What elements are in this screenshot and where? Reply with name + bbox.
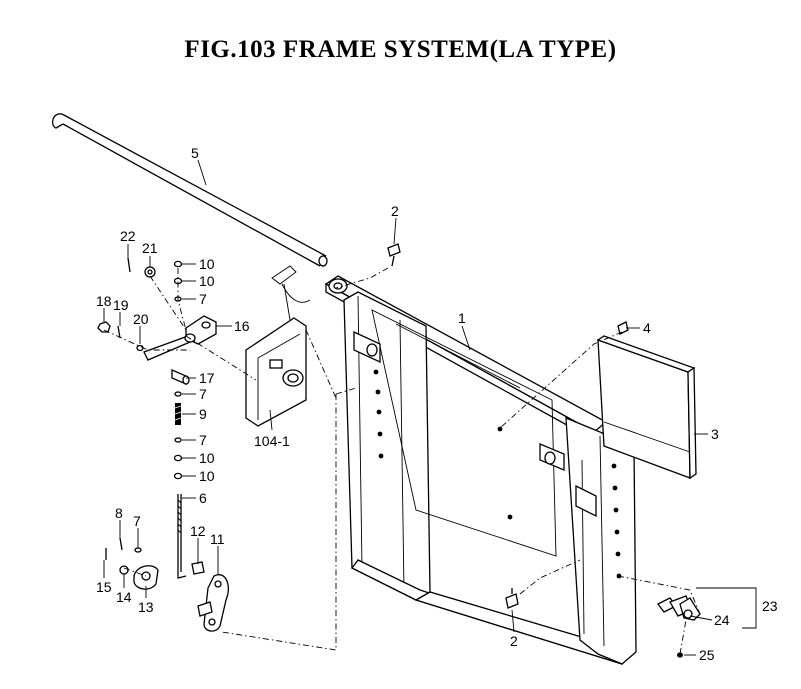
- label-part-2-top: 2: [391, 203, 399, 219]
- washer-part-20[interactable]: [136, 344, 144, 352]
- label-part-19: 19: [113, 297, 129, 313]
- label-part-15: 15: [96, 579, 112, 595]
- label-part-14: 14: [116, 589, 132, 605]
- label-part-23: 23: [762, 598, 778, 614]
- bolt-part-2-top[interactable]: [387, 243, 401, 267]
- page-title: FIG.103 FRAME SYSTEM(LA TYPE): [184, 36, 617, 63]
- pin-part-17[interactable]: [171, 369, 190, 385]
- bracket-plate-part-104-1[interactable]: [245, 265, 311, 427]
- label-part-12: 12: [190, 523, 206, 539]
- label-part-104-1: 104-1: [254, 433, 290, 449]
- cover-plate-part-3[interactable]: [596, 335, 697, 480]
- washer-part-21[interactable]: [144, 266, 156, 278]
- label-part-2-bottom: 2: [510, 633, 518, 649]
- label-part-22: 22: [120, 228, 136, 244]
- rod-part-5[interactable]: [51, 113, 328, 267]
- threaded-rod-part-6[interactable]: [177, 494, 187, 579]
- label-part-21: 21: [142, 240, 158, 256]
- label-part-10-b: 10: [199, 273, 215, 289]
- label-part-9: 9: [199, 406, 207, 422]
- label-part-1: 1: [458, 310, 466, 326]
- arm-plate-part-11[interactable]: [197, 574, 229, 632]
- label-part-16: 16: [234, 318, 250, 334]
- bolt-part-12[interactable]: [191, 558, 205, 575]
- pin-part-22[interactable]: [127, 257, 131, 273]
- label-part-8: 8: [115, 505, 123, 521]
- label-part-10-c: 10: [199, 450, 215, 466]
- label-part-6: 6: [199, 490, 207, 506]
- main-frame-part-1[interactable]: [324, 275, 637, 665]
- nut-part-25[interactable]: [677, 652, 683, 658]
- label-part-20: 20: [133, 311, 149, 327]
- assembly-lines: [103, 267, 701, 655]
- washer-part-14[interactable]: [119, 565, 129, 575]
- nut-washer-stack-bottom[interactable]: [173, 437, 183, 480]
- label-part-7-b: 7: [199, 386, 207, 402]
- label-part-4: 4: [643, 320, 651, 336]
- lever-bracket-part-16[interactable]: [143, 315, 217, 361]
- pin-part-8[interactable]: [119, 537, 123, 551]
- link-part-13[interactable]: [133, 565, 159, 590]
- label-part-7-a: 7: [199, 291, 207, 307]
- label-part-10-a: 10: [199, 256, 215, 272]
- bolt-part-2-bottom[interactable]: [505, 588, 519, 609]
- washer-part-7-mid[interactable]: [174, 391, 182, 397]
- pin-part-19[interactable]: [117, 325, 121, 339]
- label-part-3: 3: [711, 426, 719, 442]
- part-labels: 5 2 22 21 10 10 7 18 19 20 16 1 4 17 7 9…: [96, 145, 778, 663]
- bolt-part-4[interactable]: [617, 321, 629, 335]
- label-part-13: 13: [138, 599, 154, 615]
- label-part-17: 17: [199, 370, 215, 386]
- label-part-18: 18: [96, 293, 112, 309]
- label-part-5: 5: [191, 145, 199, 161]
- fitting-part-24[interactable]: [657, 595, 701, 621]
- label-part-25: 25: [699, 647, 715, 663]
- label-part-10-d: 10: [199, 468, 215, 484]
- label-part-24: 24: [714, 612, 730, 628]
- nut-part-18[interactable]: [97, 321, 111, 333]
- label-part-7-d: 7: [133, 513, 141, 529]
- washer-part-7-lower[interactable]: [134, 547, 142, 553]
- label-part-11: 11: [210, 531, 225, 547]
- leader-lines: [103, 159, 757, 656]
- spring-part-9[interactable]: [174, 403, 182, 425]
- label-part-7-c: 7: [199, 432, 207, 448]
